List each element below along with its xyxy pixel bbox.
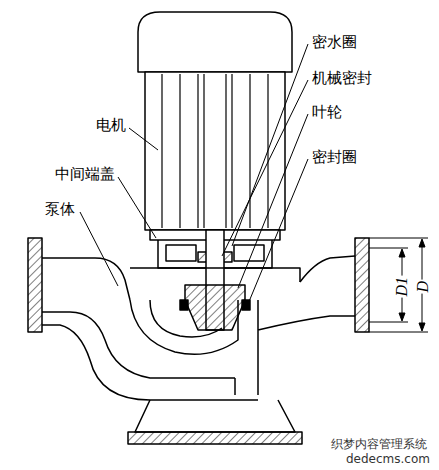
motor-body: [145, 72, 285, 230]
motor-fin: [249, 74, 250, 228]
watermark: dedecms.com: [345, 453, 431, 466]
outlet-pipe: [300, 256, 355, 282]
part-label: 密封圈: [311, 149, 358, 166]
inlet-pipe: [42, 258, 130, 300]
part-label: 中间端盖: [54, 166, 116, 183]
part-label: 机械密封: [311, 70, 373, 87]
motor-fin: [225, 74, 226, 228]
part-label: 密水圈: [311, 34, 358, 51]
part-label: 叶轮: [311, 104, 343, 121]
bracket-window: [234, 245, 264, 261]
motor-fin: [161, 74, 162, 228]
motor-fin: [179, 74, 180, 228]
inlet-channel: [234, 378, 236, 395]
outlet-flange: [355, 238, 369, 332]
watermark: 织梦内容管理系统: [330, 438, 428, 451]
part-label: 电机: [95, 117, 127, 134]
base: [135, 400, 295, 432]
dimension-label: D1: [393, 276, 411, 298]
part-label: 泵体: [44, 201, 76, 218]
inlet-flange: [28, 238, 42, 332]
motor-fin: [203, 74, 204, 228]
seal-ring: [180, 300, 188, 310]
impeller: [185, 285, 245, 330]
bracket-window: [166, 245, 196, 261]
dimension-label: D: [414, 280, 432, 294]
inlet-channel: [42, 325, 258, 400]
casing-top: [130, 268, 300, 282]
motor-fins: [162, 74, 268, 228]
motor-cap: [138, 12, 292, 72]
motor-fin: [231, 74, 232, 228]
motor-fin: [197, 74, 198, 228]
outlet-pipe: [258, 300, 355, 395]
base-foot: [128, 432, 302, 444]
